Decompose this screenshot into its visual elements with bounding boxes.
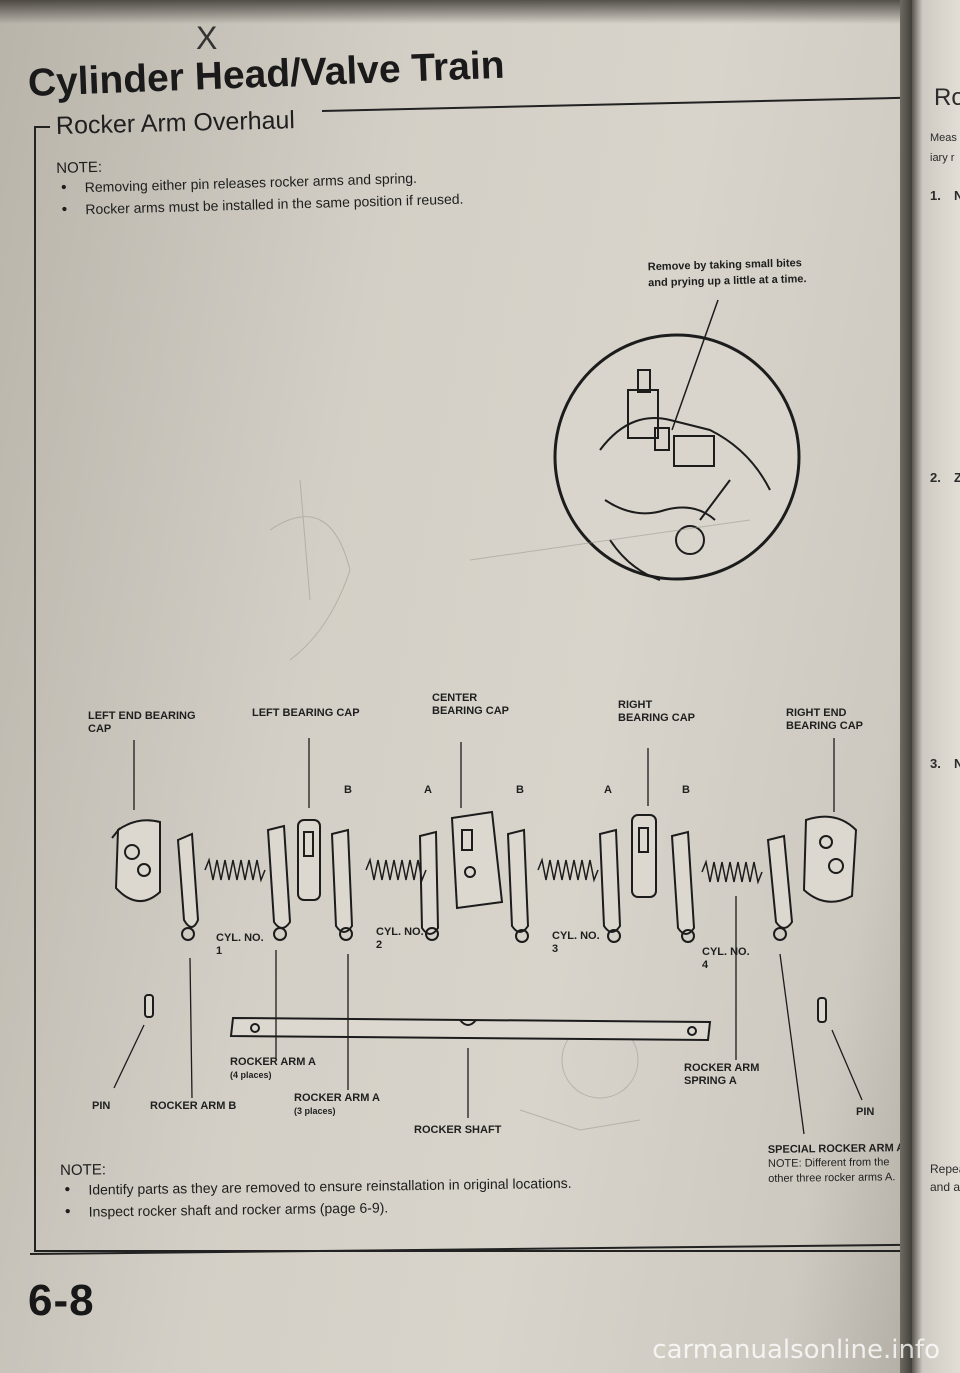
rocker-arm-a-name: ROCKER ARM A — [230, 1056, 316, 1068]
label-rocker-arm-a-4: ROCKER ARM A (4 places) — [230, 1056, 370, 1082]
rocker-arm-a-name: ROCKER ARM A — [294, 1092, 380, 1104]
label-center-cap: CENTER BEARING CAP — [432, 692, 510, 718]
rocker-shaft-drawing — [229, 1016, 712, 1042]
section-frame — [34, 126, 912, 1252]
label-b: B — [516, 784, 524, 796]
left-pin — [144, 994, 154, 1018]
adjacent-step: 3. — [930, 756, 941, 771]
adjacent-step: 1. — [930, 188, 941, 203]
adjacent-text: and al — [930, 1180, 960, 1194]
rocker-arm-springs — [204, 857, 763, 885]
note-list: Identify parts as they are removed to en… — [60, 1173, 720, 1220]
page-number: 6-8 — [28, 1276, 95, 1325]
label-pin-right: PIN — [856, 1106, 875, 1118]
right-pin — [817, 997, 827, 1023]
adjacent-text: Meas — [930, 132, 957, 144]
pin-removal-detail — [553, 299, 801, 581]
watermark: carmanualsonline.info — [652, 1335, 940, 1365]
top-shadow — [0, 0, 960, 24]
note-item: Inspect rocker shaft and rocker arms (pa… — [89, 1195, 721, 1219]
rocker-arms — [176, 824, 794, 943]
adjacent-title: Ro — [934, 84, 960, 111]
right-end-cap — [802, 815, 858, 903]
left-bearing-cap — [297, 819, 321, 901]
label-spring: ROCKER ARM SPRING A — [684, 1062, 760, 1088]
label-cyl-4: CYL. No. 4 — [702, 946, 750, 972]
label-a: A — [604, 784, 612, 796]
handwritten-mark: X — [196, 20, 218, 56]
adjacent-step: N — [954, 188, 960, 203]
label-rocker-shaft: ROCKER SHAFT — [414, 1124, 502, 1136]
note-bottom: NOTE: Identify parts as they are removed… — [60, 1153, 721, 1226]
label-cyl-2: CYL. No. 2 — [376, 926, 424, 952]
label-b: B — [344, 784, 352, 796]
adjacent-step: N — [954, 756, 960, 771]
right-bearing-cap — [631, 814, 657, 898]
adjacent-step: 2. — [930, 470, 941, 485]
label-rocker-arm-b: ROCKER ARM B — [150, 1100, 237, 1112]
label-a: A — [424, 784, 432, 796]
center-bearing-cap — [450, 810, 504, 910]
leader-lines — [113, 738, 863, 1135]
label-right-bearing-cap: RIGHT BEARING CAP — [618, 699, 696, 725]
adjacent-step: Z — [954, 470, 960, 485]
adjacent-text: iary r — [930, 152, 955, 164]
label-left-bearing-cap: LEFT BEARING CAP — [252, 707, 360, 719]
rocker-arm-a-qty: (4 places) — [230, 1070, 272, 1081]
rocker-arm-a-qty: (3 places) — [294, 1106, 336, 1117]
label-right-end-cap: RIGHT END BEARING CAP — [786, 707, 864, 733]
label-rocker-arm-a-3: ROCKER ARM A (3 places) — [294, 1092, 434, 1118]
label-cyl-3: CYL. No. 3 — [552, 930, 600, 956]
label-left-end-cap: LEFT END BEARING CAP — [88, 710, 196, 736]
left-end-cap — [111, 819, 161, 902]
label-cyl-1: CYL. No. 1 — [216, 932, 264, 958]
frame-corner — [34, 126, 50, 128]
book-spine — [900, 0, 914, 1373]
label-pin-left: PIN — [92, 1100, 111, 1112]
label-b: B — [682, 784, 690, 796]
special-rocker-arm-note: SPECIAL ROCKER ARM A NOTE: Different fro… — [768, 1141, 909, 1186]
special-rocker-arm-text: NOTE: Different from the other three roc… — [767, 1156, 896, 1185]
